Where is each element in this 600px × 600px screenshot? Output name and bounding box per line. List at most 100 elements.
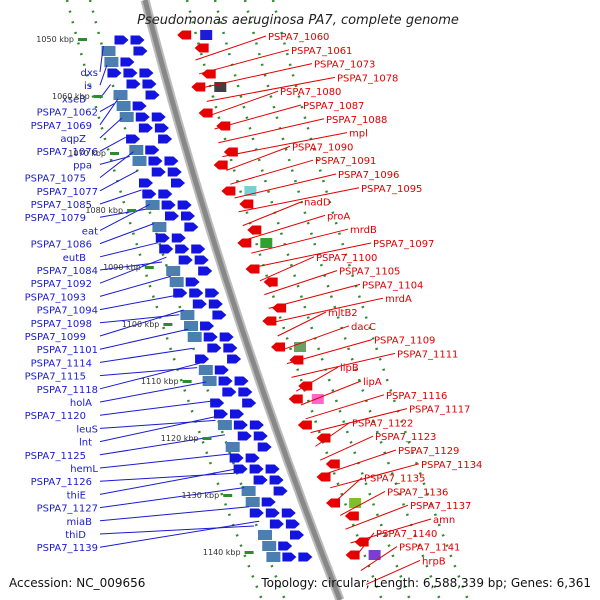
forward-gene-arrow (189, 288, 204, 298)
leader-line (99, 314, 180, 324)
leader-line (259, 256, 315, 282)
leader-line (218, 118, 325, 144)
gene-block (241, 486, 256, 496)
kbp-marker: 1060 kbp (52, 92, 90, 101)
gene-block (311, 394, 324, 404)
gene-label-left: dxs (81, 68, 98, 79)
leader-line (330, 463, 420, 489)
forward-gene-arrow (154, 123, 169, 133)
gene-label-right: PSPA7_1088 (326, 115, 387, 126)
gene-label-left: aqpZ (60, 134, 86, 145)
gene-label-right: PSPA7_1090 (292, 142, 353, 153)
gene-label-right: PSPA7_1080 (280, 87, 341, 98)
forward-gene-arrow (198, 266, 213, 276)
forward-gene-arrow (126, 134, 141, 144)
forward-gene-arrow (223, 343, 238, 353)
leader-line (214, 104, 302, 130)
reverse-gene-arrow (191, 82, 206, 92)
forward-gene-arrow (229, 409, 244, 419)
leader-line (99, 506, 250, 522)
leader-line (99, 295, 175, 311)
forward-gene-arrow (290, 530, 305, 540)
gene-label-right: PSPA7_1105 (339, 267, 400, 278)
gene-label-right: PSPA7_1122 (352, 418, 413, 429)
forward-gene-arrow (178, 255, 193, 265)
gene-label-left: PSPA7_1125 (25, 451, 86, 462)
gene-label-right: PSPA7_1116 (386, 391, 447, 402)
forward-gene-arrow (242, 398, 257, 408)
gene-label-left: PSPA7_1075 (25, 174, 86, 185)
forward-gene-arrow (192, 299, 207, 309)
gene-label-left: holA (70, 398, 92, 409)
gene-label-right: nadD (304, 198, 331, 209)
forward-gene-arrow (177, 200, 192, 210)
forward-gene-arrow (245, 453, 260, 463)
leader-line (273, 297, 384, 323)
gene-block (245, 497, 260, 507)
forward-gene-arrow (212, 310, 227, 320)
gene-label-left: PSPA7_1127 (37, 504, 98, 515)
gene-label-right: amn (433, 515, 455, 526)
gene-label-left: PSPA7_1118 (37, 385, 98, 396)
gene-block (184, 321, 198, 331)
kbp-marker: 1130 kbp (181, 491, 219, 500)
leader-line (282, 325, 350, 351)
reverse-gene-arrow (297, 420, 312, 430)
reverse-gene-arrow (177, 30, 192, 40)
gene-label-left: leuS (76, 424, 98, 435)
reverse-gene-arrow (263, 277, 278, 287)
leader-line (268, 283, 361, 309)
leader-line (350, 518, 432, 544)
forward-gene-arrow (249, 420, 264, 430)
gene-label-left: PSPA7_1099 (25, 332, 86, 343)
leader-line (195, 35, 267, 61)
kbp-tick (78, 38, 87, 41)
gene-label-right: mltB2 (328, 308, 358, 319)
reverse-gene-arrow (239, 199, 254, 209)
gene-block (116, 101, 131, 111)
forward-gene-arrow (184, 222, 199, 232)
gene-label-right: PSPA7_1061 (291, 46, 352, 57)
gene-block (225, 442, 240, 452)
forward-gene-arrow (158, 134, 173, 144)
gene-block (145, 200, 160, 210)
forward-gene-arrow (167, 167, 182, 177)
gene-label-left: PSPA7_1098 (31, 319, 92, 330)
leader-line (199, 49, 290, 75)
leader-line (99, 472, 235, 482)
leader-line (99, 415, 221, 443)
reverse-gene-arrow (216, 121, 231, 131)
kbp-tick (202, 437, 212, 440)
gene-block (113, 90, 128, 100)
gene-label-right: PSPA7_1104 (362, 280, 423, 291)
gene-block (187, 332, 202, 342)
forward-gene-arrow (164, 156, 179, 166)
kbp-tick (244, 551, 254, 554)
gene-label-left: eutB (63, 253, 86, 264)
reverse-gene-arrow (316, 472, 331, 482)
gene-block (180, 310, 195, 320)
leader-line (99, 453, 230, 469)
leader-line (99, 98, 119, 126)
kbp-tick (223, 494, 233, 497)
map-title: Pseudomonas aeruginosa PA7, complete gen… (137, 13, 459, 28)
gene-label-left: miaB (66, 517, 92, 528)
forward-gene-arrow (229, 453, 244, 463)
leader-line (334, 477, 363, 502)
gene-label-left: is (84, 81, 92, 92)
leader-line (99, 347, 193, 363)
gene-block (200, 30, 213, 40)
forward-gene-arrow (171, 233, 186, 243)
gene-label-right: lipB (340, 363, 359, 374)
reverse-gene-arrow (221, 186, 236, 196)
leader-line (99, 275, 171, 297)
forward-gene-arrow (133, 46, 148, 56)
leader-line (99, 117, 123, 139)
kbp-tick (163, 323, 173, 326)
leader-line (246, 214, 326, 240)
forward-gene-arrow (203, 332, 218, 342)
gene-label-right: PSPA7_1140 (376, 529, 437, 540)
leader-line (255, 242, 372, 268)
gene-block (266, 552, 281, 562)
reverse-gene-arrow (247, 225, 262, 235)
